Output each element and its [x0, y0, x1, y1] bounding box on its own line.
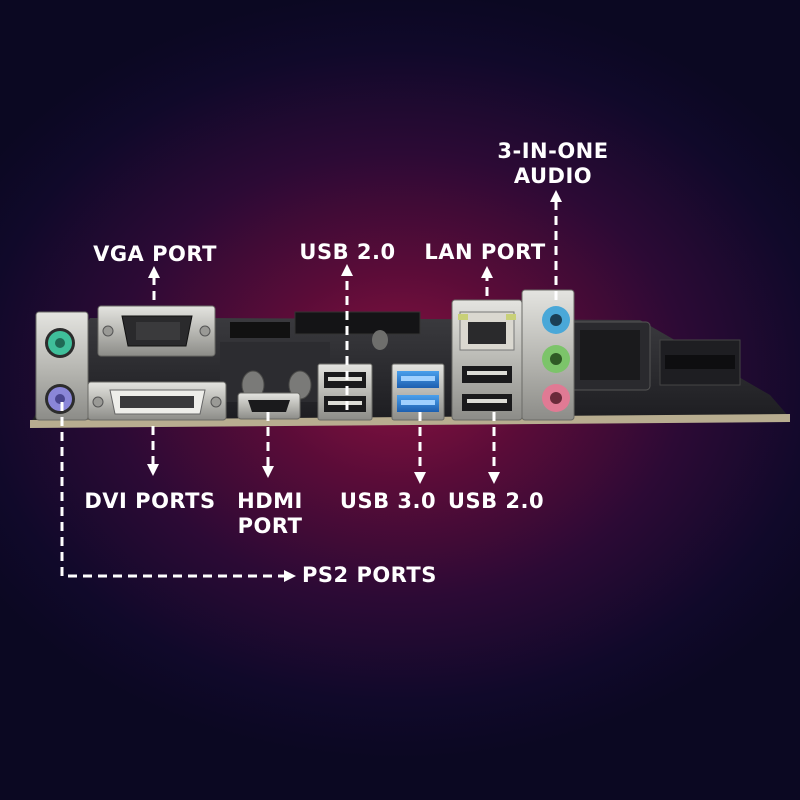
usb-2-0-stack-left: [317, 363, 373, 421]
audio-label: 3-IN-ONE AUDIO: [488, 139, 618, 189]
audio-jacks: [521, 289, 575, 421]
vga-port-label: VGA PORT: [93, 242, 217, 266]
usb20-bottom-label: USB 2.0: [447, 489, 545, 513]
hdmi-port-label: HDMI PORT: [225, 489, 315, 539]
hdmi-label-line2: PORT: [237, 514, 303, 538]
hdmi-port: [237, 392, 301, 420]
vga-port: [97, 305, 216, 357]
usb20-top-label: USB 2.0: [299, 240, 396, 264]
lan-port-label: LAN PORT: [424, 240, 546, 264]
ps2-ports-label: PS2 PORTS: [302, 563, 437, 587]
dvi-port: [87, 381, 227, 421]
leader-lines: [60, 190, 562, 582]
usb30-label: USB 3.0: [339, 489, 437, 513]
audio-label-line1: 3-IN-ONE: [497, 139, 609, 163]
usb-3-0-stack: [391, 363, 445, 421]
dvi-ports-label: DVI PORTS: [84, 489, 216, 513]
audio-label-line2: AUDIO: [513, 164, 593, 188]
ps2-ports: [35, 311, 89, 421]
lan-usb-stack: [451, 299, 523, 421]
ps2-leader-line: [60, 402, 296, 582]
hdmi-label-line1: HDMI: [237, 489, 303, 513]
